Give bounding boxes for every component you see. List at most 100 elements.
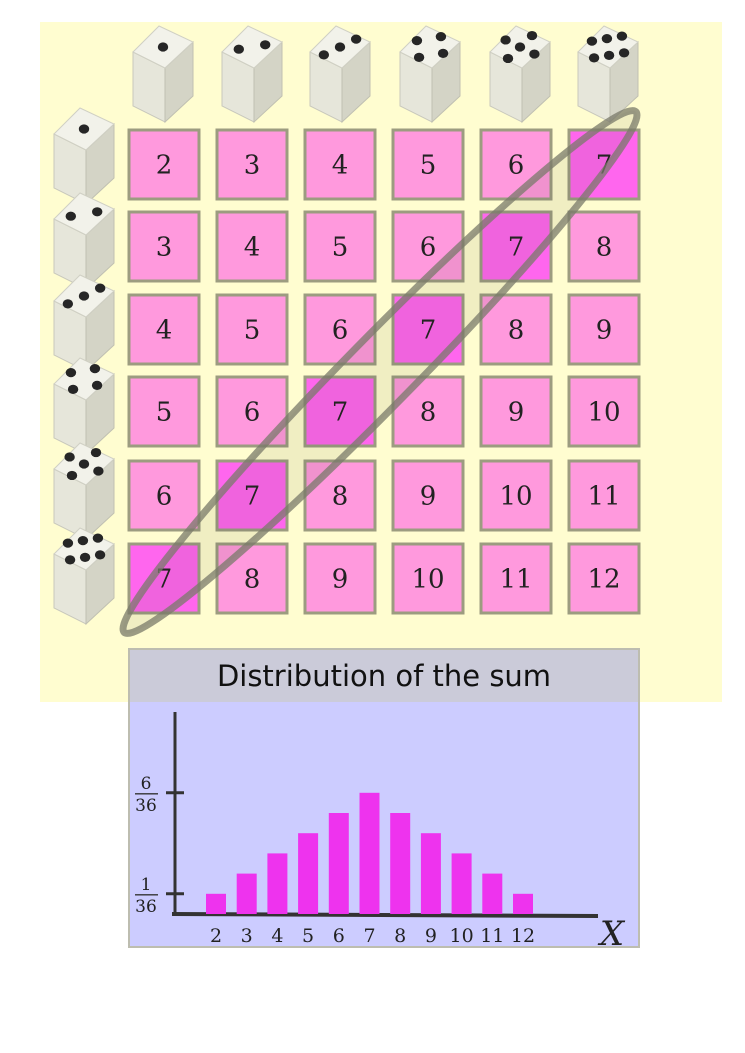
pip <box>350 34 362 44</box>
x-tick-label: 3 <box>241 925 253 947</box>
pip <box>588 53 600 63</box>
y-tick-numerator: 6 <box>141 774 152 794</box>
grid-cell: 9 <box>391 459 465 532</box>
pip <box>66 470 78 481</box>
chart-title: Distribution of the sum <box>216 659 552 693</box>
grid-cell: 7 <box>391 293 465 366</box>
pip <box>437 48 449 59</box>
pip <box>78 459 90 469</box>
cell-sum-label: 9 <box>508 398 525 428</box>
cell-sum-label: 8 <box>332 482 349 512</box>
bar-sum-7 <box>359 792 380 914</box>
pip <box>502 53 514 64</box>
bar-sum-5 <box>298 833 319 914</box>
chart-title-bar: Distribution of the sum <box>130 650 638 702</box>
grid-cell: 4 <box>127 293 201 366</box>
die-five-icon <box>489 25 551 124</box>
cell-sum-label: 8 <box>596 233 613 263</box>
grid-cell: 4 <box>303 128 377 201</box>
pip <box>77 536 89 546</box>
y-tick-fraction-label: 136 <box>135 875 158 917</box>
x-tick-label: 7 <box>363 925 375 947</box>
x-tick-label: 10 <box>450 925 474 947</box>
die-five-icon <box>53 442 115 541</box>
pip <box>260 40 271 50</box>
cell-sum-label: 7 <box>508 233 525 263</box>
pip <box>65 368 77 378</box>
cell-sum-label: 6 <box>244 398 261 428</box>
grid-cell: 2 <box>127 128 201 201</box>
x-axis <box>171 912 599 918</box>
bar-sum-10 <box>451 853 472 914</box>
pip <box>603 50 615 61</box>
bar-sum-3 <box>236 873 257 914</box>
pip <box>64 555 76 565</box>
sum-seven-diagonal-ellipse <box>119 107 641 637</box>
cell-sum-label: 6 <box>332 316 349 346</box>
cell-sum-label: 4 <box>332 151 349 181</box>
cell-sum-label: 8 <box>244 565 261 595</box>
die-one-icon <box>53 107 115 206</box>
cell-sum-label: 9 <box>420 482 437 512</box>
grid-cell: 5 <box>215 293 289 366</box>
x-tick-label: 6 <box>333 925 345 947</box>
bar-sum-11 <box>482 873 503 914</box>
grid-cell: 9 <box>479 375 553 448</box>
pip <box>62 299 74 309</box>
pip <box>618 48 630 58</box>
pip <box>616 31 628 41</box>
cell-sum-label: 2 <box>156 151 173 181</box>
cell-sum-label: 5 <box>244 316 261 346</box>
grid-cell: 11 <box>479 542 553 615</box>
grid-cell: 5 <box>303 210 377 283</box>
cell-sum-label: 5 <box>156 398 173 428</box>
bar-sum-2 <box>206 893 226 914</box>
grid-cell: 6 <box>391 210 465 283</box>
cell-sum-label: 4 <box>244 233 261 263</box>
cell-sum-label: 10 <box>411 565 444 595</box>
die-two-icon <box>53 192 115 291</box>
grid-cell: 6 <box>479 128 553 201</box>
grid-cell: 11 <box>567 459 641 532</box>
cell-sum-label: 5 <box>332 233 349 263</box>
pip <box>67 384 79 394</box>
cell-sum-label: 9 <box>332 565 349 595</box>
pip <box>78 124 90 134</box>
pip <box>334 42 346 52</box>
cell-sum-label: 12 <box>587 565 620 595</box>
pip <box>529 49 540 59</box>
pip <box>93 466 104 476</box>
pip <box>92 207 103 217</box>
cell-sum-label: 6 <box>156 482 173 512</box>
die-three-icon <box>309 25 371 124</box>
bar-sum-6 <box>328 813 349 914</box>
grid-cell: 9 <box>303 542 377 615</box>
cell-sum-label: 9 <box>596 316 613 346</box>
die-four-icon <box>399 25 461 124</box>
y-tick-fraction-label: 636 <box>135 774 158 816</box>
grid-cell: 6 <box>127 459 201 532</box>
bar-sum-4 <box>267 853 288 914</box>
cell-sum-label: 7 <box>420 316 437 346</box>
bar-sum-8 <box>390 813 411 914</box>
pip <box>90 447 102 458</box>
x-axis-label: X <box>597 914 626 948</box>
cell-sum-label: 6 <box>420 233 437 263</box>
grid-cell: 6 <box>303 293 377 366</box>
grid-cell: 5 <box>127 375 201 448</box>
die-two-icon <box>221 25 283 124</box>
die-one-icon <box>132 25 194 124</box>
grid-cell: 10 <box>567 375 641 448</box>
grid-cell: 3 <box>215 128 289 201</box>
x-tick-label: 8 <box>394 925 406 947</box>
x-tick-label: 4 <box>271 925 283 947</box>
pip <box>91 380 103 390</box>
x-tick-label: 12 <box>511 925 535 947</box>
bar-sum-9 <box>420 833 441 914</box>
pip <box>435 31 447 42</box>
grid-cell: 9 <box>567 293 641 366</box>
cell-sum-label: 11 <box>587 482 620 512</box>
die-six-icon <box>53 527 115 626</box>
pip <box>526 30 538 41</box>
cell-sum-label: 7 <box>244 482 261 512</box>
